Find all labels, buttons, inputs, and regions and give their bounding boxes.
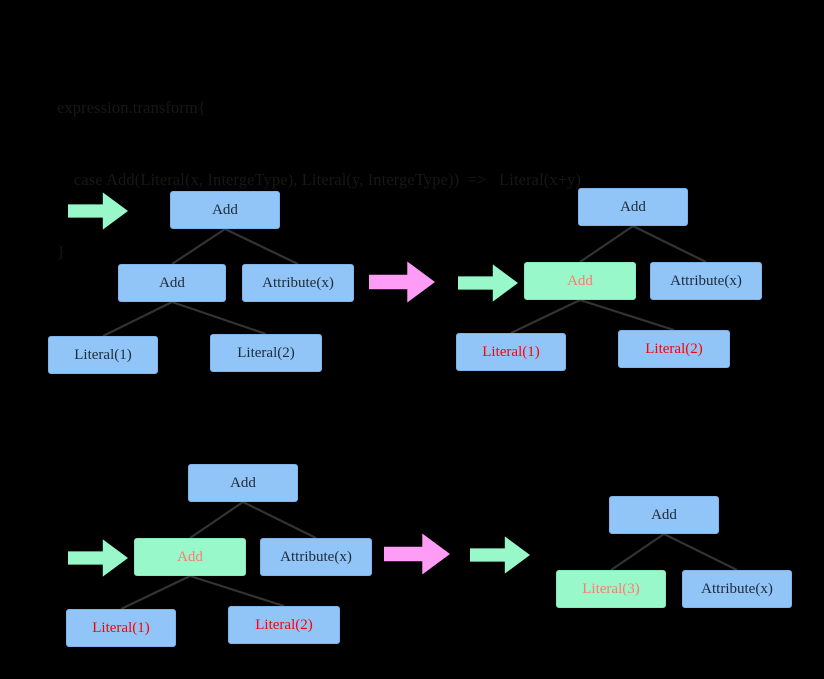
arrow-shape: [458, 264, 518, 302]
tree-node-label: Attribute(x): [280, 548, 352, 565]
code-line-3: }: [57, 242, 66, 261]
arrow-glyph: [384, 533, 450, 575]
tree-node-t1-add: Add: [118, 264, 226, 302]
tree-node-t1-root: Add: [170, 191, 280, 229]
arrow-shape: [369, 261, 435, 303]
tree-edge-t4-root-to-t4-attr: [663, 533, 738, 571]
code-snippet: expression.transform{ case Add(Literal(x…: [57, 48, 581, 312]
tree-node-label: Literal(1): [482, 343, 540, 360]
tree-node-label: Attribute(x): [262, 274, 334, 291]
tree-node-label: Attribute(x): [701, 580, 773, 597]
tree-node-t3-root: Add: [188, 464, 298, 502]
tree-node-t3-add: Add: [134, 538, 246, 576]
right-arrow-icon: [384, 528, 450, 580]
tree-node-label: Attribute(x): [670, 272, 742, 289]
arrow-shape: [470, 536, 530, 574]
tree-node-label: Add: [230, 474, 256, 491]
tree-node-label: Literal(3): [582, 580, 640, 597]
right-arrow-icon: [68, 192, 128, 230]
right-arrow-icon: [458, 264, 518, 302]
tree-node-t4-lit3: Literal(3): [556, 570, 666, 608]
tree-node-t2-attr: Attribute(x): [650, 262, 762, 300]
tree-node-t4-root: Add: [609, 496, 719, 534]
tree-edge-t4-root-to-t4-lit3: [610, 533, 665, 571]
tree-node-label: Add: [567, 272, 593, 289]
code-line-1: expression.transform{: [57, 98, 206, 117]
tree-node-t2-lit1: Literal(1): [456, 333, 566, 371]
tree-node-t1-attr: Attribute(x): [242, 264, 354, 302]
tree-node-t4-attr: Attribute(x): [682, 570, 792, 608]
right-arrow-icon: [470, 536, 530, 574]
tree-node-t3-lit1: Literal(1): [66, 609, 176, 647]
arrow-shape: [68, 192, 128, 230]
right-arrow-icon: [369, 256, 435, 308]
tree-node-label: Add: [177, 548, 203, 565]
tree-node-label: Add: [620, 198, 646, 215]
tree-node-t2-lit2: Literal(2): [618, 330, 730, 368]
code-line-2: case Add(Literal(x, IntergeType), Litera…: [57, 170, 582, 189]
tree-node-label: Literal(1): [92, 619, 150, 636]
arrow-glyph: [68, 539, 128, 577]
tree-node-label: Literal(1): [74, 346, 132, 363]
tree-edge-t2-add-to-t2-lit2: [579, 298, 675, 332]
tree-node-label: Literal(2): [255, 616, 313, 633]
arrow-glyph: [458, 264, 518, 302]
arrow-shape: [68, 539, 128, 577]
arrow-glyph: [369, 261, 435, 303]
tree-node-t1-lit2: Literal(2): [210, 334, 322, 372]
tree-edge-t2-root-to-t2-add: [579, 225, 634, 263]
tree-edge-t3-add-to-t3-lit1: [120, 575, 191, 610]
tree-node-label: Add: [212, 201, 238, 218]
tree-node-label: Literal(2): [645, 340, 703, 357]
tree-edge-t3-root-to-t3-attr: [242, 501, 317, 539]
tree-node-t3-lit2: Literal(2): [228, 606, 340, 644]
tree-edge-t2-root-to-t2-attr: [632, 225, 707, 263]
tree-node-t1-lit1: Literal(1): [48, 336, 158, 374]
tree-node-t2-root: Add: [578, 188, 688, 226]
arrow-glyph: [68, 192, 128, 230]
tree-node-label: Add: [651, 506, 677, 523]
arrow-shape: [384, 533, 450, 575]
right-arrow-icon: [68, 539, 128, 577]
tree-node-t3-attr: Attribute(x): [260, 538, 372, 576]
tree-edge-t3-add-to-t3-lit2: [189, 574, 285, 608]
tree-node-label: Add: [159, 274, 185, 291]
arrow-glyph: [470, 536, 530, 574]
tree-node-t2-add: Add: [524, 262, 636, 300]
tree-node-label: Literal(2): [237, 344, 295, 361]
tree-edge-t3-root-to-t3-add: [189, 501, 244, 539]
